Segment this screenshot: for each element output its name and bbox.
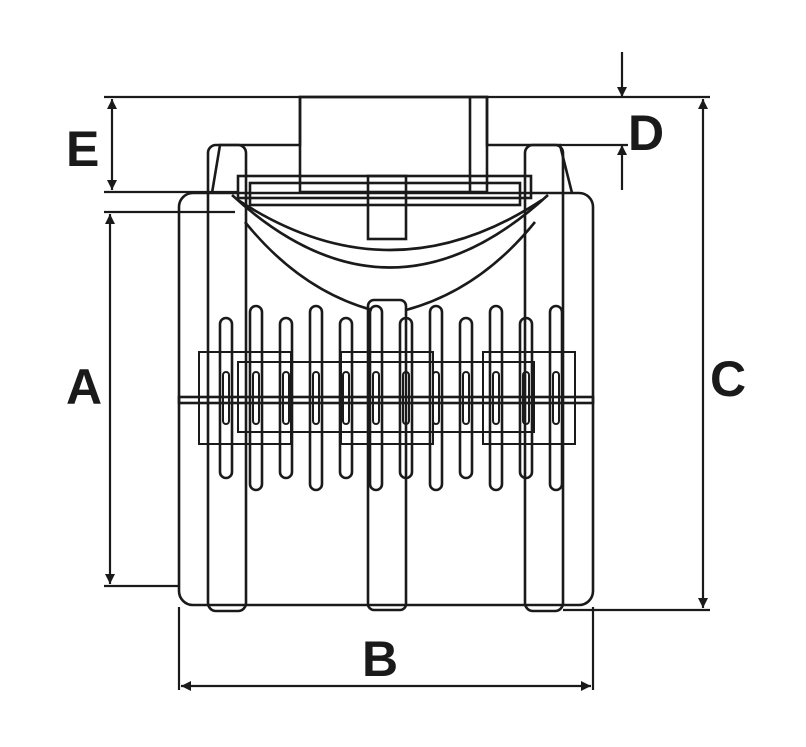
dimension-c [487, 95, 710, 612]
label-d: D [628, 105, 664, 161]
dimension-e [104, 95, 300, 194]
hood-curve [231, 194, 549, 312]
label-b: B [362, 631, 398, 687]
dimension-b [177, 607, 595, 691]
label-c: C [710, 351, 746, 407]
top-latch [210, 95, 574, 241]
label-a: A [66, 359, 102, 415]
pin-holder-bars [177, 351, 595, 445]
dimension-a [104, 210, 235, 588]
dimension-d [560, 52, 628, 190]
label-e: E [66, 121, 99, 177]
